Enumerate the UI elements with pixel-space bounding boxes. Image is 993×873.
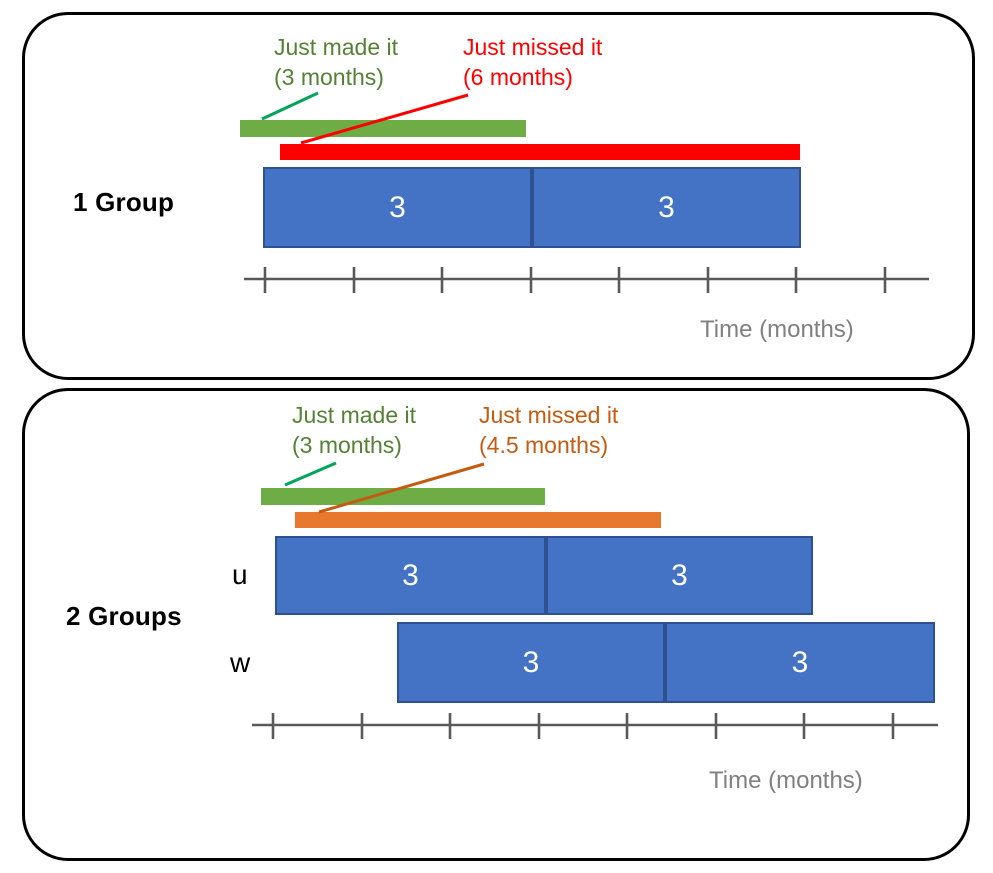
panel-2-green-deadline-bar — [261, 488, 545, 505]
panel-2-title: 2 Groups — [66, 601, 182, 631]
panel-2-row-label-w: w — [230, 647, 251, 678]
task-duration-label: 3 — [402, 558, 419, 592]
panel-2-row-u-task-box-1: 3 — [275, 536, 546, 615]
annotation-line-2: (6 months) — [463, 64, 573, 90]
annotation-line-1: Just made it — [274, 34, 398, 60]
task-duration-label: 3 — [389, 190, 406, 224]
annotation-line-1: Just missed it — [463, 34, 603, 60]
task-duration-label: 3 — [671, 558, 688, 592]
panel-1-task-box-1: 3 — [263, 167, 532, 248]
panel-1-axis-label: Time (months) — [700, 316, 854, 343]
panel-1-title: 1 Group — [73, 187, 175, 217]
panel-1-just-made-it-annotation: Just made it (3 months) — [274, 32, 398, 92]
panel-1-red-deadline-bar — [280, 144, 800, 160]
annotation-line-2: (3 months) — [292, 432, 402, 458]
panel-1-green-deadline-bar — [240, 120, 526, 137]
panel-1-just-missed-it-annotation: Just missed it (6 months) — [463, 32, 602, 92]
panel-2-row-u-task-box-2: 3 — [546, 536, 813, 615]
annotation-line-1: Just made it — [292, 402, 416, 428]
panel-2-row-w-task-box-2: 3 — [665, 622, 935, 703]
panel-1-time-axis — [244, 267, 929, 293]
panel-2-axis-label: Time (months) — [709, 767, 863, 794]
panel-2-orange-deadline-bar — [295, 512, 661, 528]
annotation-line-1: Just missed it — [479, 402, 619, 428]
panel-2-just-made-it-annotation: Just made it (3 months) — [292, 400, 416, 460]
panel-2-row-w-task-box-1: 3 — [397, 622, 665, 703]
task-duration-label: 3 — [522, 645, 540, 679]
task-duration-label: 3 — [791, 645, 809, 679]
panel-2-just-missed-it-annotation: Just missed it (4.5 months) — [479, 400, 618, 460]
annotation-line-2: (3 months) — [274, 64, 384, 90]
task-duration-label: 3 — [658, 190, 675, 224]
annotation-line-2: (4.5 months) — [479, 432, 609, 458]
panel-2-time-axis — [252, 713, 938, 739]
panel-1-task-box-2: 3 — [532, 167, 801, 248]
panel-2-row-label-u: u — [232, 559, 248, 590]
